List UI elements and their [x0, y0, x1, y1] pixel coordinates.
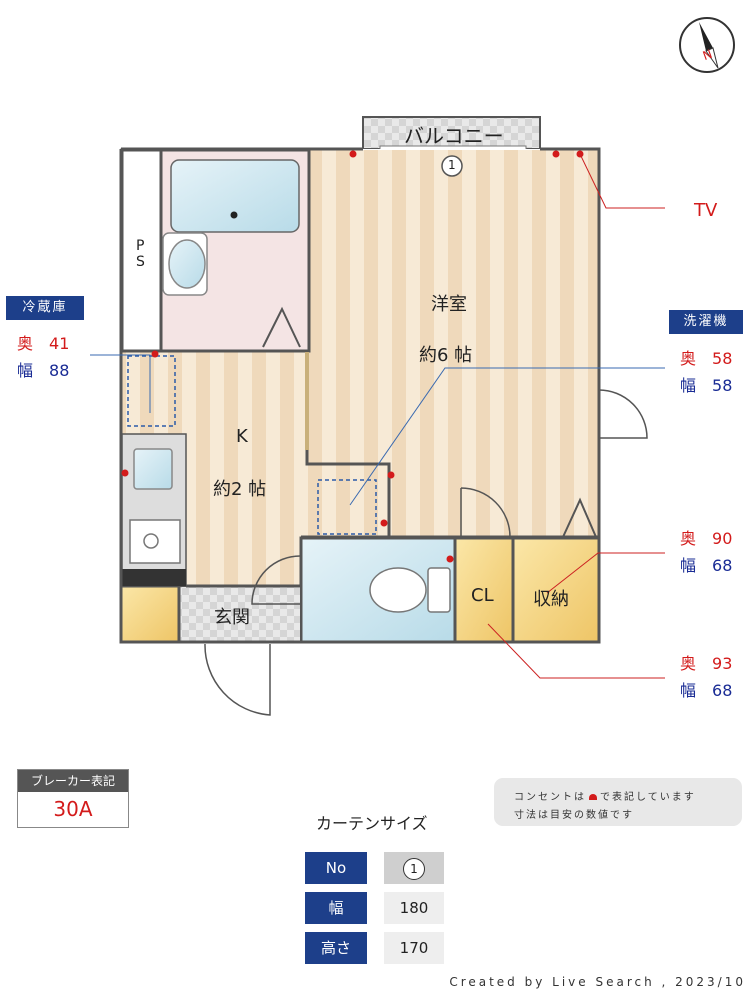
kitchen-size: 約2 帖 [213, 479, 267, 500]
curtain-value-no: 1 [384, 852, 444, 884]
closet-label: CL [471, 585, 494, 606]
bathtub-icon [170, 159, 300, 233]
window-marker: 1 [448, 158, 456, 172]
fridge-badge: 冷蔵庫 [6, 296, 84, 320]
western-room-size: 約6 帖 [419, 345, 473, 366]
shoe-box [119, 584, 181, 644]
washbasin-icon [162, 232, 208, 296]
washer-space [317, 479, 377, 535]
curtain-header-no: No [305, 852, 367, 884]
pipe-space-s: S [136, 254, 145, 270]
credit-line: Created by Live Search , 2023/10 [449, 975, 746, 989]
storage-label: 収納 [533, 589, 569, 610]
curtain-header-width: 幅 [305, 892, 367, 924]
breaker-value: 30A [53, 797, 93, 821]
stove-icon [129, 519, 181, 564]
breaker-title: ブレーカー表記 [18, 770, 128, 792]
outlet-symbol-icon [589, 794, 597, 800]
breaker-box: ブレーカー表記 30A [17, 769, 129, 828]
washer-badge: 洗濯機 [669, 310, 743, 334]
curtain-title: カーテンサイズ [316, 814, 428, 833]
entrance-label: 玄関 [214, 607, 250, 628]
kitchen-name: K [236, 426, 248, 447]
balcony-label: バルコニー [404, 124, 504, 148]
pipe-space-p: P [136, 238, 145, 254]
fridge-space [127, 355, 176, 427]
outlet-note: コンセントはで表記しています 寸法は目安の数値です [494, 778, 742, 826]
outlet-markers [121, 150, 584, 563]
curtain-header-height: 高さ [305, 932, 367, 964]
sink-icon [133, 448, 173, 490]
compass-icon [679, 17, 735, 73]
curtain-value-width: 180 [384, 892, 444, 924]
tv-label: TV [694, 200, 718, 221]
toilet-icon [369, 567, 451, 613]
curtain-value-height: 170 [384, 932, 444, 964]
western-room-name: 洋室 [431, 294, 467, 315]
